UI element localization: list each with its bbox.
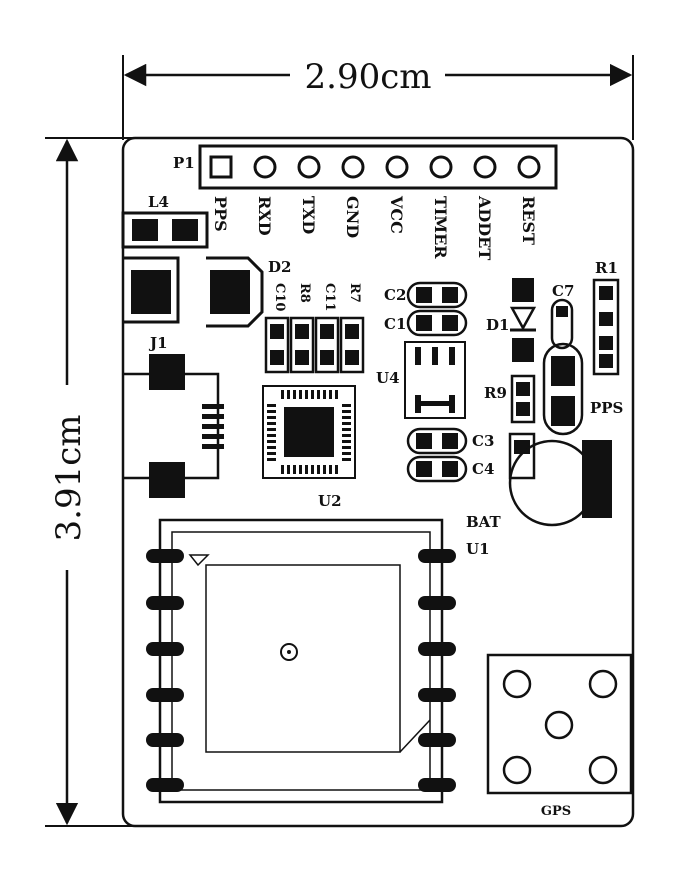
ic-u2: U2 — [262, 385, 356, 510]
svg-text:R7: R7 — [347, 283, 362, 303]
svg-text:R8: R8 — [297, 283, 312, 303]
svg-text:D1: D1 — [486, 316, 509, 334]
capacitors-c3-c4: C3 C4 — [406, 427, 494, 483]
svg-text:C10: C10 — [272, 283, 287, 311]
pin-label-txd: TXD — [299, 196, 318, 234]
svg-text:PPS: PPS — [590, 399, 623, 417]
svg-text:C1: C1 — [384, 315, 406, 333]
height-label: 3.91cm — [49, 415, 89, 542]
diode-d2: D2 — [123, 256, 291, 328]
svg-text:C11: C11 — [322, 283, 337, 311]
pin-label-timer: TIMER — [431, 196, 450, 259]
connector-j1: J1 — [123, 334, 224, 498]
pin-label-rxd: RXD — [255, 196, 274, 236]
pin-label-rest: REST — [519, 196, 538, 245]
board-outline — [121, 136, 635, 828]
svg-text:BAT: BAT — [466, 513, 501, 531]
svg-text:J1: J1 — [148, 334, 168, 352]
pin-label-gnd: GND — [343, 196, 362, 238]
resistor-r1: R1 — [592, 259, 620, 376]
svg-text:D2: D2 — [268, 258, 291, 276]
resistor-r9: R9 — [484, 374, 536, 424]
led-pps: PPS — [542, 342, 623, 436]
svg-text:U2: U2 — [318, 492, 342, 510]
header-p1: P1 — [173, 144, 558, 190]
capacitors-c2-c1: C2 C1 — [384, 281, 468, 337]
header-pin-labels: PPS RXD TXD GND VCC TIMER ADDET REST — [211, 195, 538, 260]
width-dimension: 2.90cm — [122, 55, 634, 140]
svg-text:C7: C7 — [552, 282, 574, 300]
diode-d1: D1 — [486, 278, 537, 362]
pin-label-vcc: VCC — [387, 195, 406, 234]
svg-text:C2: C2 — [384, 286, 406, 304]
connector-gps: GPS — [486, 653, 633, 819]
pin-label-pps: PPS — [211, 196, 230, 232]
svg-text:L4: L4 — [148, 193, 169, 211]
passives-c10-r8-c11-r7: C10 R8 C11 R7 — [264, 283, 365, 374]
svg-text:R9: R9 — [484, 384, 507, 402]
battery-bat: BAT — [466, 432, 612, 531]
height-dimension: 3.91cm — [45, 137, 135, 827]
svg-text:C3: C3 — [472, 432, 494, 450]
pin-label-addet: ADDET — [475, 195, 494, 260]
header-p1-label: P1 — [173, 154, 195, 172]
svg-text:U1: U1 — [466, 540, 490, 558]
width-label: 2.90cm — [305, 57, 432, 97]
ic-u4: U4 — [376, 341, 466, 419]
svg-text:C4: C4 — [472, 460, 494, 478]
module-u1: U1 — [146, 518, 490, 804]
svg-text:GPS: GPS — [541, 804, 571, 819]
capacitor-c7: C7 — [550, 282, 574, 350]
inductor-l4: L4 — [121, 193, 209, 249]
svg-text:R1: R1 — [595, 259, 618, 277]
svg-text:U4: U4 — [376, 369, 400, 387]
